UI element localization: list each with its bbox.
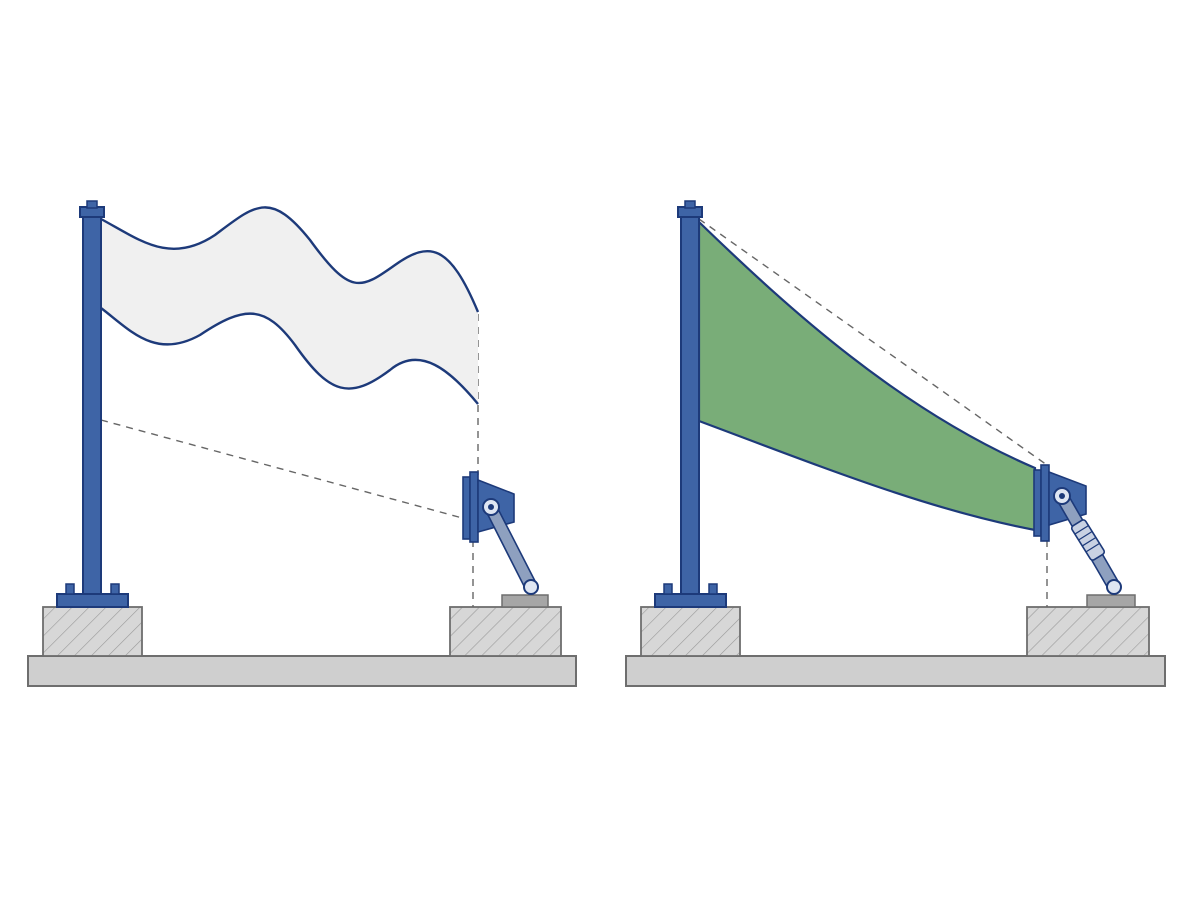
- guide-line: [100, 419, 467, 520]
- ground-icon: [27, 655, 577, 687]
- panel-taut: [625, 200, 1166, 687]
- footing-icon: [640, 606, 741, 657]
- guide-line: [698, 218, 1048, 466]
- ground-icon: [625, 655, 1166, 687]
- footing-icon: [449, 606, 562, 657]
- post-cap-top: [86, 200, 98, 209]
- bolt-icon: [708, 583, 718, 595]
- anchor-pad: [501, 594, 549, 608]
- fabric-top-edge: [100, 206, 480, 313]
- link-arm: [482, 498, 539, 595]
- post-icon: [680, 211, 700, 598]
- bolt-icon: [663, 583, 673, 595]
- panel-slack: [27, 200, 577, 687]
- footing-icon: [1026, 606, 1150, 657]
- fabric-bottom-edge: [100, 307, 479, 405]
- footing-icon: [42, 606, 143, 657]
- fabric-slack: [101, 207, 478, 404]
- base-plate-icon: [56, 593, 129, 608]
- post-cap-top: [684, 200, 696, 209]
- bolt-icon: [110, 583, 120, 595]
- post-icon: [82, 211, 102, 598]
- fabric-taut: [697, 219, 1037, 532]
- bolt-icon: [65, 583, 75, 595]
- turnbuckle-icon: [1053, 487, 1122, 595]
- anchor-pad: [1086, 594, 1136, 608]
- base-plate-icon: [654, 593, 727, 608]
